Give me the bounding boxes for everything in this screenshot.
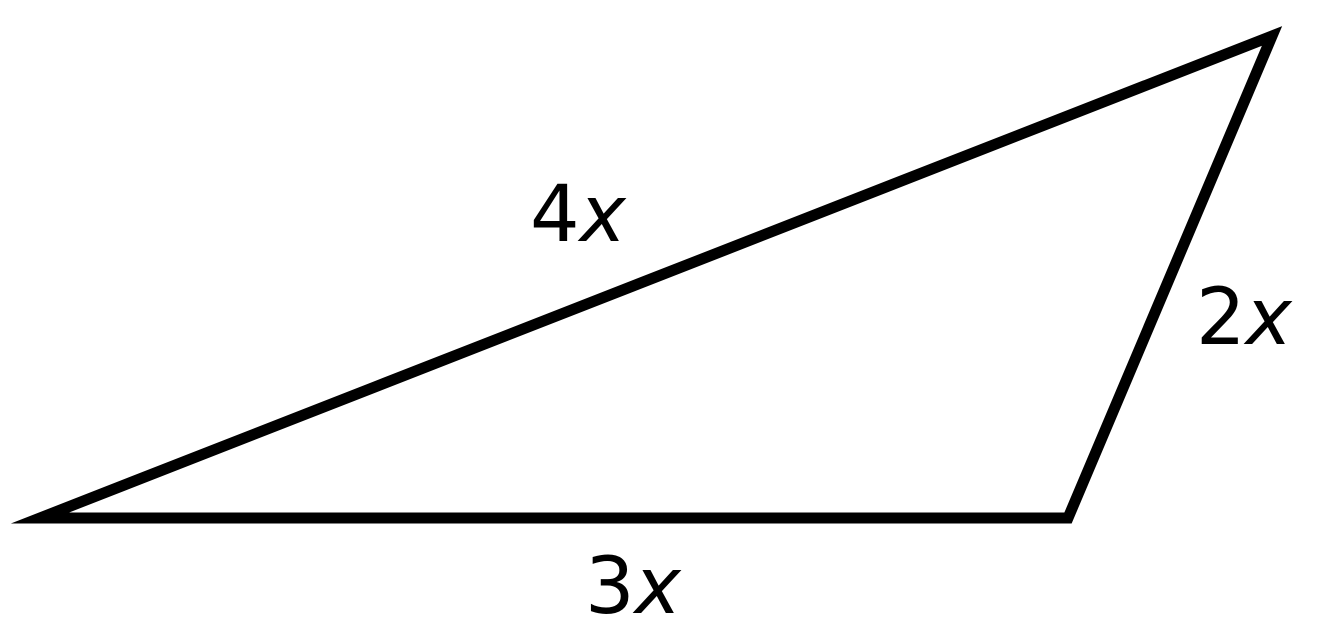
right-side-coefficient: 2 <box>1196 273 1246 363</box>
top-side-coefficient: 4 <box>530 170 580 260</box>
right-side-variable: x <box>1245 273 1292 363</box>
bottom-side-variable: x <box>634 542 681 632</box>
right-side-label: 2x <box>1196 279 1292 357</box>
bottom-side-label: 3x <box>585 548 681 626</box>
bottom-side-coefficient: 3 <box>585 542 635 632</box>
top-side-label: 4x <box>530 176 626 254</box>
triangle <box>10 26 1283 524</box>
top-side-variable: x <box>579 170 626 260</box>
